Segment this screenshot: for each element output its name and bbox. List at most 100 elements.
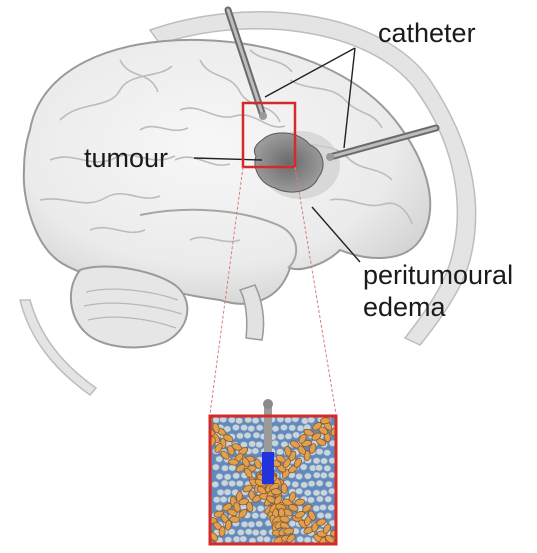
healthy-cell (245, 529, 252, 535)
healthy-cell (213, 496, 220, 502)
tumour-cell (320, 417, 331, 424)
healthy-cell (304, 490, 311, 496)
healthy-cell (320, 490, 327, 496)
healthy-cell (289, 520, 296, 526)
healthy-cell (320, 458, 327, 464)
healthy-cell (256, 521, 263, 527)
healthy-cell (307, 497, 314, 503)
healthy-cell (244, 432, 251, 438)
healthy-cell (240, 424, 247, 430)
healthy-cell (212, 481, 219, 487)
inset-catheter-tip (262, 452, 274, 484)
healthy-cell (249, 441, 256, 447)
healthy-cell (324, 450, 331, 456)
healthy-cell (317, 512, 324, 518)
healthy-cell (301, 482, 308, 488)
healthy-cell (257, 505, 264, 511)
healthy-cell (297, 425, 304, 431)
healthy-cell (319, 504, 326, 510)
cell-microscopy-inset (193, 399, 341, 548)
healthy-cell (217, 489, 224, 495)
healthy-cell (297, 536, 304, 542)
healthy-cell (328, 472, 335, 478)
healthy-cell (328, 488, 335, 494)
healthy-cell (263, 536, 270, 542)
healthy-cell (313, 505, 320, 511)
healthy-cell (224, 474, 231, 480)
healthy-cell (228, 417, 235, 423)
healthy-cell (316, 480, 323, 486)
healthy-cell (228, 480, 235, 486)
healthy-cell (252, 529, 259, 535)
healthy-cell (313, 472, 320, 478)
healthy-cell (225, 537, 232, 543)
healthy-cell (252, 512, 259, 518)
healthy-cell (236, 480, 243, 486)
edema-label: edema (363, 292, 446, 322)
healthy-cell (292, 481, 299, 487)
healthy-cell (256, 425, 263, 431)
healthy-cell (257, 536, 264, 542)
healthy-cell (296, 473, 303, 479)
catheter-label: catheter (378, 18, 476, 48)
healthy-cell (285, 417, 292, 423)
healthy-cell (325, 481, 332, 487)
healthy-cell (236, 433, 243, 439)
healthy-cell (304, 473, 311, 479)
healthy-cell (245, 417, 252, 423)
tumour-cell (271, 488, 282, 495)
healthy-cell (313, 490, 320, 496)
healthy-cell (221, 465, 228, 471)
healthy-cell (301, 418, 308, 424)
tumour-cell (194, 528, 206, 538)
healthy-cell (296, 488, 303, 494)
tumour-label: tumour (84, 143, 168, 173)
healthy-cell (256, 441, 263, 447)
healthy-cell (285, 433, 292, 439)
healthy-cell (248, 521, 255, 527)
healthy-cell (240, 536, 247, 542)
tumour-cell (281, 483, 288, 493)
healthy-cell (315, 465, 322, 471)
healthy-cell (224, 489, 231, 495)
tumour-cell (199, 521, 208, 533)
healthy-cell (300, 464, 307, 470)
healthy-cell (313, 458, 320, 464)
healthy-cell (241, 521, 248, 527)
healthy-cell (289, 425, 296, 431)
healthy-cell (316, 449, 323, 455)
healthy-cell (324, 465, 331, 471)
healthy-cell (325, 513, 332, 519)
healthy-cell (221, 480, 228, 486)
healthy-cell (320, 472, 327, 478)
healthy-cell (252, 417, 259, 423)
healthy-cell (233, 536, 240, 542)
healthy-cell (308, 417, 315, 423)
healthy-cell (236, 418, 243, 424)
healthy-cell (216, 473, 223, 479)
tumour-cell (193, 426, 205, 435)
healthy-cell (276, 449, 283, 455)
healthy-cell (328, 504, 335, 510)
healthy-cell (237, 529, 244, 535)
healthy-cell (216, 456, 223, 462)
peritumoural-label: peritumoural (363, 260, 513, 290)
healthy-cell (272, 426, 279, 432)
healthy-cell (304, 537, 311, 543)
healthy-cell (220, 496, 227, 502)
healthy-cell (248, 425, 255, 431)
inset-catheter-shaft (264, 402, 272, 452)
healthy-cell (271, 440, 278, 446)
tumour-cell (197, 534, 208, 545)
healthy-cell (212, 417, 219, 423)
healthy-cell (260, 529, 267, 535)
healthy-cell (277, 434, 284, 440)
healthy-cell (293, 432, 300, 438)
healthy-cell (252, 448, 259, 454)
healthy-cell (232, 424, 239, 430)
healthy-cell (253, 432, 260, 438)
healthy-cell (233, 473, 240, 479)
healthy-cell (316, 496, 323, 502)
healthy-cell (212, 464, 219, 470)
